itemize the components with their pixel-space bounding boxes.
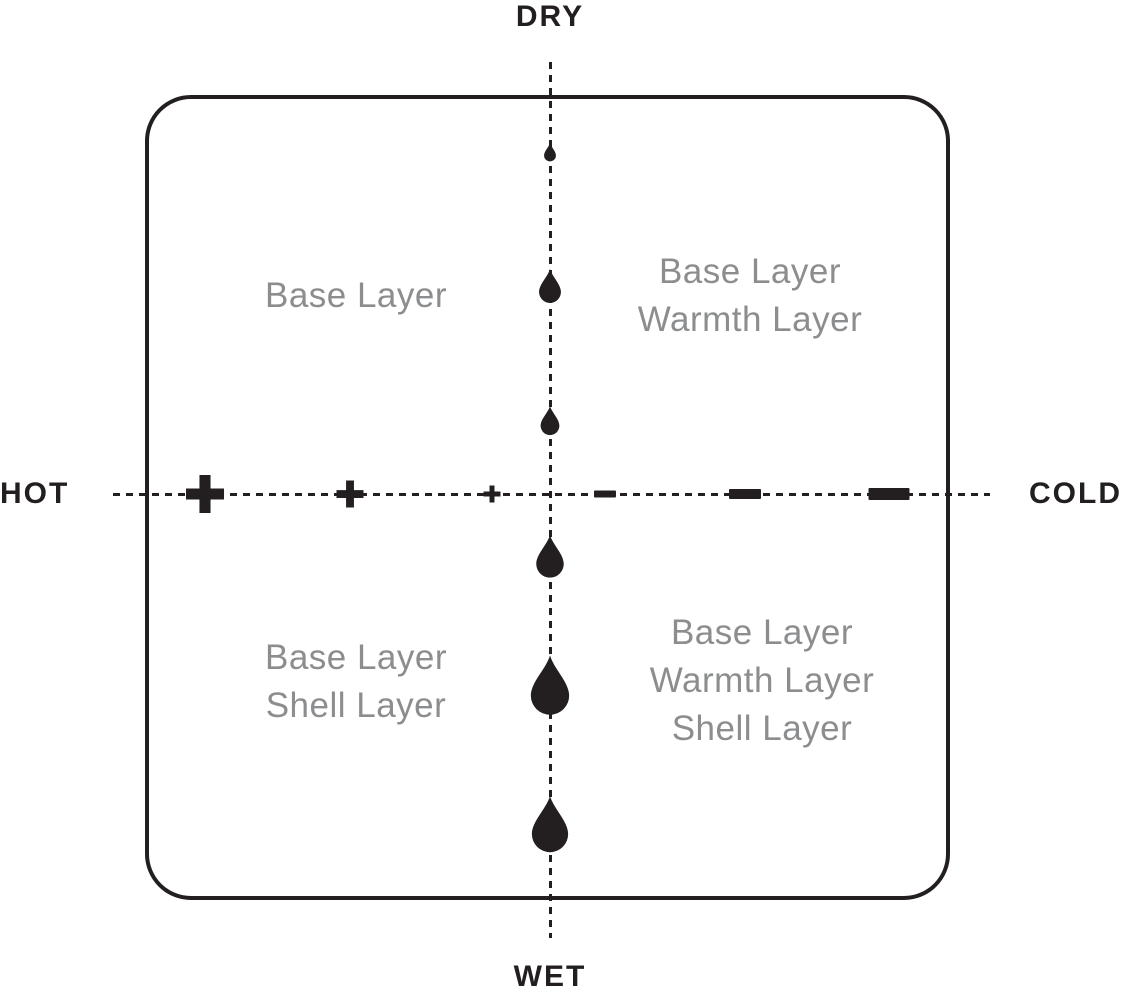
horizontal-axis-dashed-line (113, 493, 990, 496)
plus-icon-lg (186, 475, 224, 513)
diagram-frame (145, 95, 950, 900)
quadrant-line: Base Layer (264, 276, 448, 315)
axis-label-cold: COLD (1029, 477, 1122, 510)
quadrant-line: Base Layer (670, 613, 854, 652)
droplet-icon-xl (528, 796, 572, 854)
droplet-icon-sm-2 (539, 406, 562, 436)
droplet-icon-sm (537, 269, 564, 304)
droplet-icon-md (534, 535, 567, 579)
vertical-axis-dashed-line (549, 62, 552, 938)
quadrant-label-bottom-right: Base Layer Warmth Layer Shell Layer (650, 609, 874, 753)
quadrant-label-top-right: Base Layer Warmth Layer (638, 248, 862, 344)
quadrant-line: Base Layer (658, 252, 842, 291)
minus-icon-sm (594, 490, 616, 498)
quadrant-line: Base Layer (264, 638, 448, 677)
droplet-icon-xs (543, 143, 558, 162)
minus-icon-md (729, 489, 761, 499)
quadrant-label-bottom-left: Base Layer Shell Layer (265, 634, 447, 730)
plus-icon-sm (483, 485, 501, 503)
droplet-icon-lg (527, 655, 573, 717)
quadrant-line: Warmth Layer (649, 661, 875, 700)
quadrant-line: Warmth Layer (637, 300, 863, 339)
axis-label-dry: DRY (515, 0, 585, 33)
axis-label-wet: WET (513, 960, 587, 993)
quadrant-label-top-left: Base Layer (265, 272, 447, 320)
quadrant-line: Shell Layer (265, 686, 447, 725)
minus-icon-lg (868, 488, 910, 500)
plus-icon-md (336, 480, 364, 508)
quadrant-line: Shell Layer (671, 709, 853, 748)
axis-label-hot: HOT (0, 477, 70, 510)
